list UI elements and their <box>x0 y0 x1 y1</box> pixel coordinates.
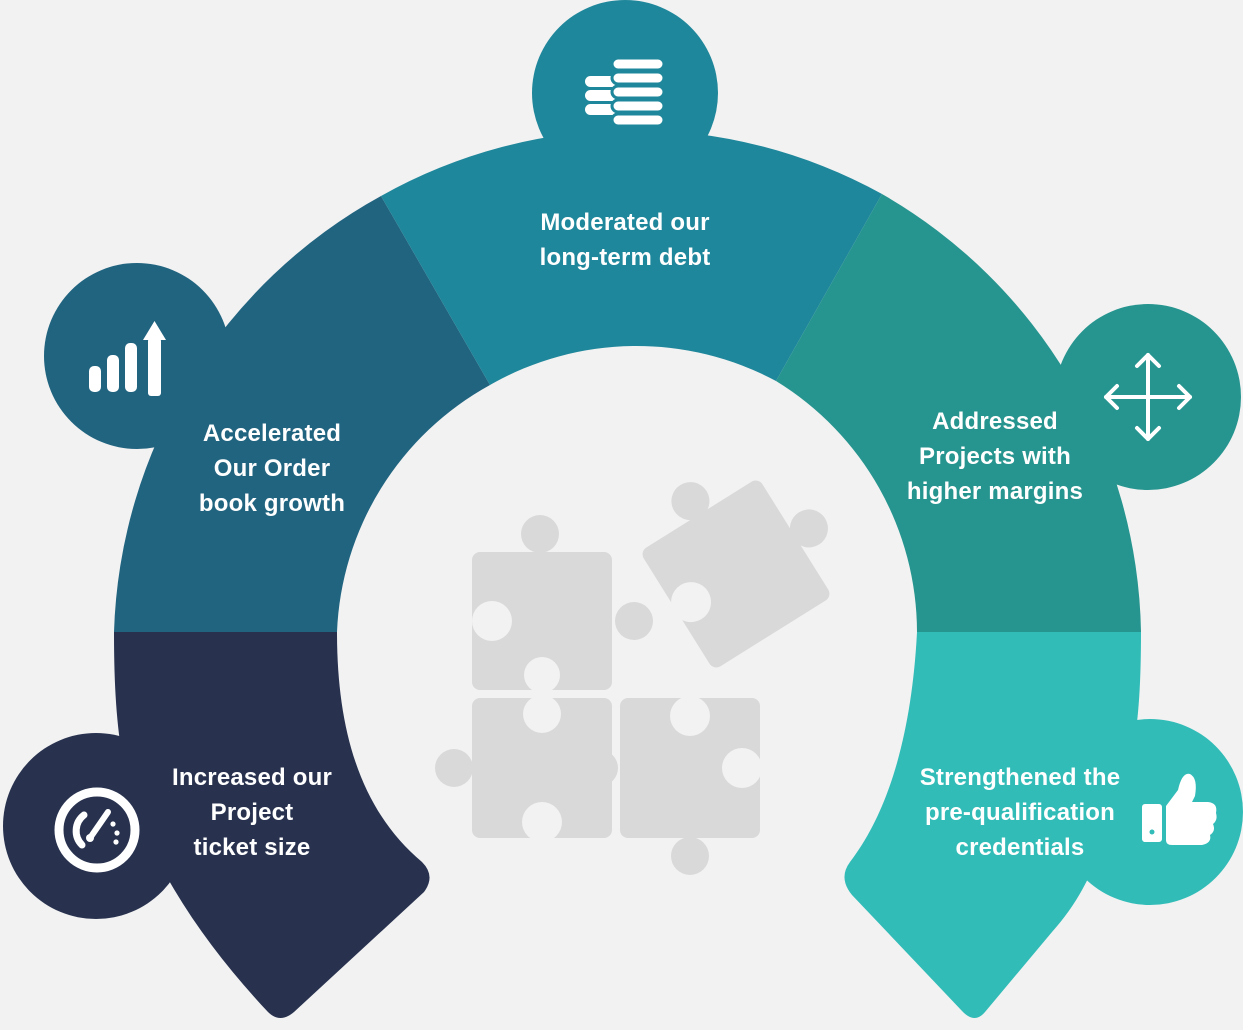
arrows-expand-icon <box>1104 353 1192 441</box>
label-long-term-debt: Moderated our long-term debt <box>525 205 725 275</box>
label-ticket-size-line-2: Project <box>210 799 294 826</box>
label-long-term-debt-line-2: long-term debt <box>539 244 711 271</box>
label-order-book-line-2: Our Order <box>213 455 331 482</box>
label-pre-qualification-line-1: Strengthened the <box>919 764 1121 791</box>
label-ticket-size-line-3: ticket size <box>193 834 311 861</box>
label-ticket-size-line-1: Increased our <box>172 764 332 791</box>
label-pre-qualification-line-3: credentials <box>955 834 1085 861</box>
segment-ticket-size-shape <box>114 632 430 1018</box>
label-higher-margins-line-1: Addressed <box>932 408 1058 435</box>
label-higher-margins-line-2: Projects with <box>919 443 1071 470</box>
bar-chart-growth-icon <box>89 321 166 396</box>
label-long-term-debt-line-1: Moderated our <box>540 209 710 236</box>
label-higher-margins-line-3: higher margins <box>906 478 1084 505</box>
label-order-book-line-1: Accelerated <box>202 420 342 447</box>
segment-order-book-shape <box>114 196 490 632</box>
speedometer-icon <box>54 787 140 873</box>
coins-stack-icon <box>585 56 666 128</box>
label-pre-qualification-line-2: pre-qualification <box>924 799 1116 826</box>
label-higher-margins: Addressed Projects with higher margins <box>895 404 1095 509</box>
segment-higher-margins-shape <box>776 194 1141 632</box>
puzzle-pieces-icon <box>435 480 830 875</box>
segment-pre-qualification-shape <box>844 632 1141 1018</box>
label-ticket-size: Increased our Project ticket size <box>152 760 352 865</box>
thumbs-up-icon <box>1142 773 1217 845</box>
label-order-book: Accelerated Our Order book growth <box>172 416 372 521</box>
label-order-book-line-3: book growth <box>198 490 346 517</box>
label-pre-qualification: Strengthened the pre-qualification crede… <box>905 760 1135 865</box>
segment-long-term-debt-shape <box>381 129 882 385</box>
